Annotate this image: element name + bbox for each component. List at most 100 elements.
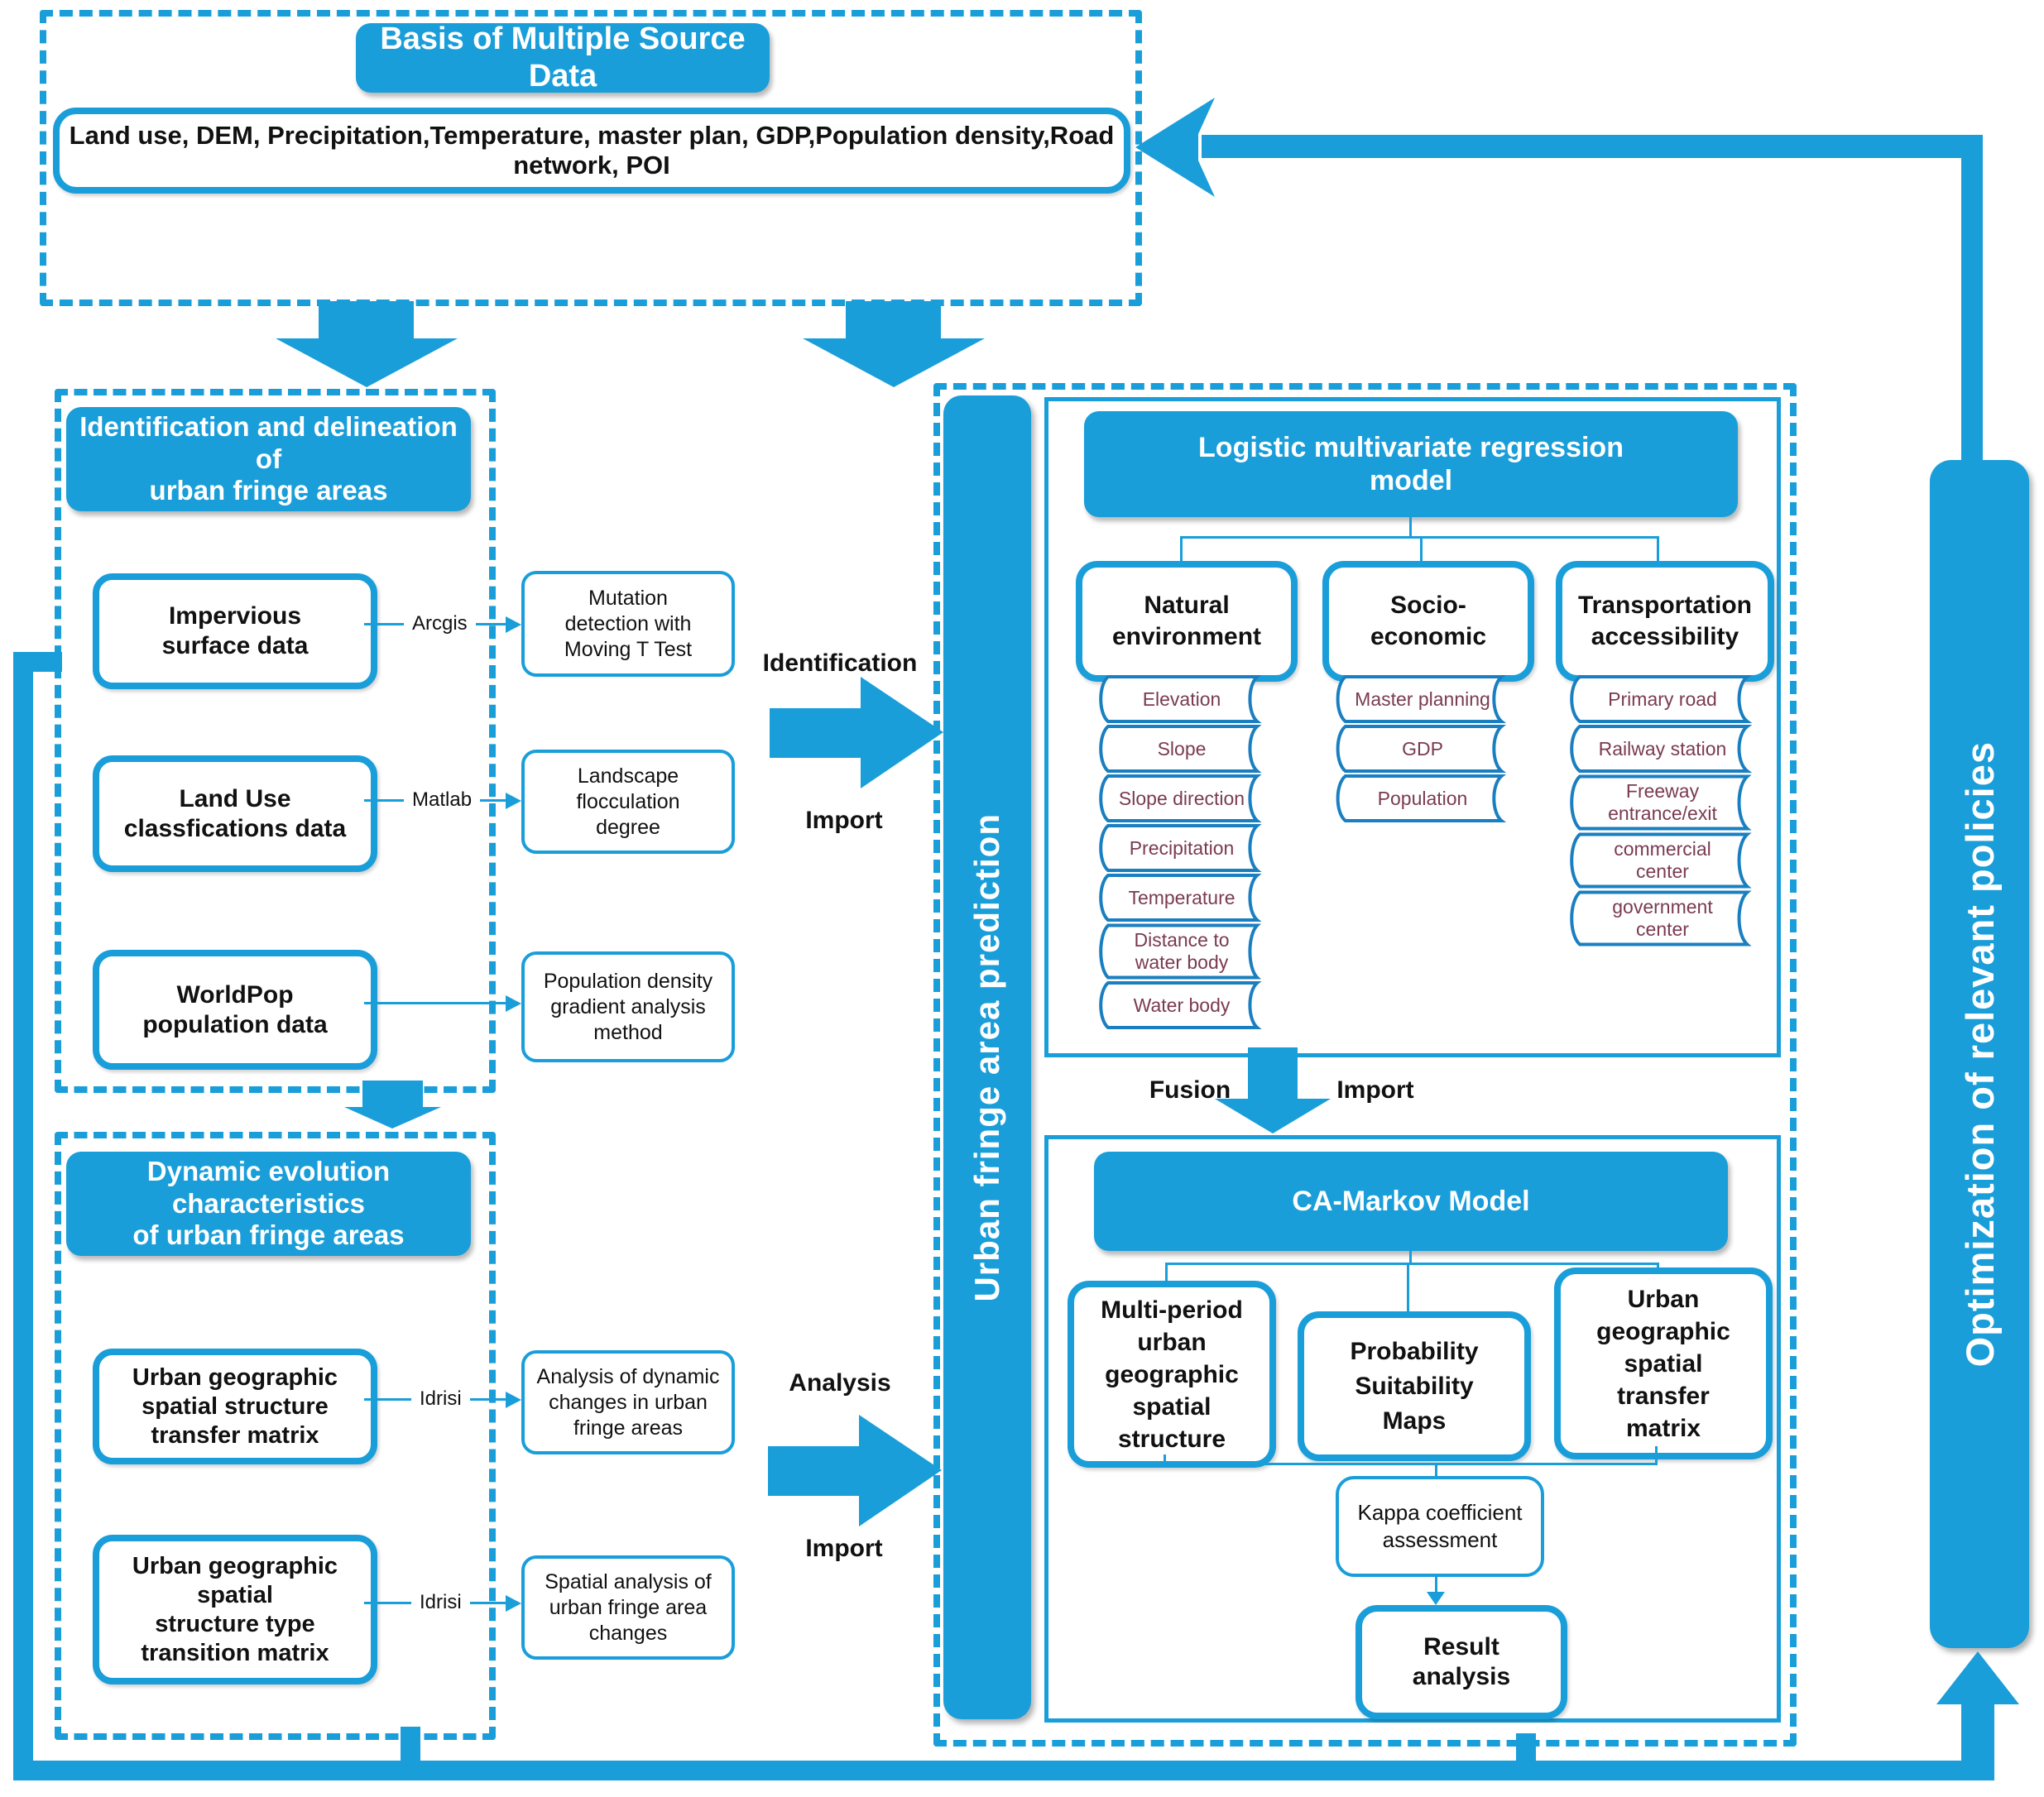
optimization-bar: Optimization of relevant policies	[1930, 460, 2029, 1648]
prediction-bar-label: Urban fringe area prediction	[967, 812, 1006, 1302]
factor-item: commercial center	[1564, 831, 1761, 889]
stored-data-shape-icon	[1094, 922, 1269, 980]
dynamic-changes-box: Analysis of dynamic changes in urban fri…	[521, 1350, 735, 1454]
factors-natural-environment: Elevation Slope Slope direction Precipit…	[1094, 674, 1269, 1030]
factor-item: Distance to water body	[1094, 922, 1269, 980]
arrow-down-to-identification	[276, 301, 458, 387]
factor-label: Slope direction	[1118, 787, 1245, 809]
tree1-drop-natural	[1180, 536, 1183, 563]
category-socio-economic: Socio- economic	[1322, 561, 1534, 682]
probability-suitability-label: Probability Suitability Maps	[1350, 1337, 1479, 1435]
urban-transfer-matrix-box: Urban geographic spatial transfer matrix	[1554, 1267, 1773, 1459]
tool-arcgis: Arcgis	[404, 612, 476, 635]
basis-title-label: Basis of Multiple Source Data	[380, 22, 746, 93]
kappa-result-line	[1435, 1574, 1437, 1595]
dynamic-bottom-stub	[401, 1727, 420, 1761]
dynamic-title-label: Dynamic evolution characteristics of urb…	[132, 1155, 405, 1251]
worldpop-box: WorldPop population data	[93, 950, 377, 1070]
arrowhead-row4	[506, 1392, 521, 1408]
natural-environment-label: Natural environment	[1111, 592, 1262, 650]
factor-item: Slope direction	[1094, 774, 1269, 823]
factor-label: Precipitation	[1129, 836, 1235, 859]
data-sources-box: Land use, DEM, Precipitation,Temperature…	[53, 108, 1130, 194]
land-use-label: Land Use classfications data	[123, 784, 347, 842]
tree1-bar	[1180, 536, 1658, 539]
camarkov-title: CA-Markov Model	[1094, 1152, 1728, 1251]
identification-title-label: Identification and delineation of urban …	[79, 410, 458, 506]
population-gradient-label: Population density gradient analysis met…	[543, 969, 713, 1044]
mutation-detection-box: Mutation detection with Moving T Test	[521, 571, 735, 677]
category-transportation: Transportation accessibility	[1556, 561, 1774, 682]
stored-data-shape-icon	[1094, 873, 1269, 922]
factor-item: Population	[1331, 774, 1514, 823]
arrow-down-fusion	[1215, 1047, 1331, 1133]
tool-idrisi-2: Idrisi	[411, 1591, 470, 1614]
factor-label: GDP	[1402, 737, 1443, 760]
factors-socio-economic: Master planning GDP Population	[1331, 674, 1514, 823]
feedback-left-vertical	[13, 652, 33, 1780]
arrow-down-to-dynamic	[344, 1081, 441, 1129]
factor-item: Master planning	[1331, 674, 1514, 724]
join-drop-kappa	[1435, 1463, 1437, 1476]
socio-economic-label: Socio- economic	[1370, 592, 1487, 650]
worldpop-label: WorldPop population data	[142, 980, 328, 1038]
landscape-flocculation-label: Landscape flocculation degree	[576, 764, 680, 839]
result-analysis-label: Result analysis	[1412, 1633, 1511, 1690]
feedback-bottom-horizontal	[13, 1761, 1993, 1780]
factor-label: Temperature	[1128, 886, 1236, 908]
arrowhead-row5	[506, 1595, 521, 1612]
factor-label: commercial center	[1614, 838, 1711, 882]
label-identification: Identification	[762, 649, 918, 677]
land-use-box: Land Use classfications data	[93, 755, 377, 872]
feedback-top-vertical	[1961, 135, 1983, 462]
kappa-assessment-label: Kappa coefficient assessment	[1357, 1500, 1523, 1552]
factor-item: Precipitation	[1094, 823, 1269, 873]
factor-item: Elevation	[1094, 674, 1269, 724]
dynamic-title: Dynamic evolution characteristics of urb…	[66, 1152, 471, 1256]
probability-suitability-box: Probability Suitability Maps	[1298, 1311, 1531, 1461]
tree2-stem	[1409, 1251, 1412, 1263]
tool-matlab: Matlab	[404, 788, 481, 812]
arrow-right-identification	[770, 677, 943, 788]
kappa-result-arrowhead	[1427, 1592, 1445, 1605]
factor-label: Slope	[1157, 737, 1207, 760]
stored-data-shape-icon	[1564, 889, 1761, 947]
factors-transportation: Primary road Railway station Freeway ent…	[1564, 674, 1761, 947]
population-gradient-box: Population density gradient analysis met…	[521, 951, 735, 1062]
prediction-container	[933, 383, 1797, 1747]
impervious-surface-label: Impervious surface data	[161, 602, 309, 659]
arrowhead-row3	[506, 995, 521, 1012]
basis-title: Basis of Multiple Source Data	[356, 22, 770, 93]
connector-row3	[364, 1002, 510, 1004]
factor-item: government center	[1564, 889, 1761, 947]
camarkov-title-label: CA-Markov Model	[1292, 1185, 1530, 1217]
join-bar	[1164, 1463, 1658, 1465]
tree2-drop-urban	[1657, 1263, 1659, 1269]
stored-data-shape-icon	[1564, 774, 1761, 831]
factor-label: Population	[1377, 787, 1468, 809]
stored-data-shape-icon	[1094, 823, 1269, 873]
dynamic-changes-label: Analysis of dynamic changes in urban fri…	[536, 1364, 720, 1440]
stored-data-shape-icon	[1094, 724, 1269, 774]
prediction-bar: Urban fringe area prediction	[943, 395, 1031, 1719]
label-import-analysis: Import	[805, 1535, 883, 1562]
identification-title: Identification and delineation of urban …	[66, 407, 471, 511]
spatial-analysis-box: Spatial analysis of urban fringe area ch…	[521, 1555, 735, 1660]
factor-item: Primary road	[1564, 674, 1761, 724]
mutation-detection-label: Mutation detection with Moving T Test	[564, 586, 693, 661]
prediction-bottom-stub	[1516, 1733, 1536, 1761]
feedback-top-horizontal	[1202, 135, 1983, 158]
basis-container	[40, 10, 1142, 306]
label-analysis: Analysis	[789, 1369, 891, 1397]
transition-matrix-label: Urban geographic spatial structure type …	[132, 1552, 338, 1666]
factor-label: Master planning	[1355, 688, 1490, 710]
factor-label: Railway station	[1598, 737, 1727, 760]
transfer-matrix-box: Urban geographic spatial structure trans…	[93, 1349, 377, 1464]
stored-data-shape-icon	[1331, 674, 1514, 724]
identification-container	[55, 389, 496, 1093]
factor-label: government center	[1612, 896, 1713, 940]
stored-data-shape-icon	[1564, 724, 1761, 774]
arrow-down-to-prediction	[803, 301, 985, 387]
multi-period-structure-label: Multi-period urban geographic spatial st…	[1101, 1296, 1243, 1453]
spatial-analysis-label: Spatial analysis of urban fringe area ch…	[545, 1569, 712, 1645]
